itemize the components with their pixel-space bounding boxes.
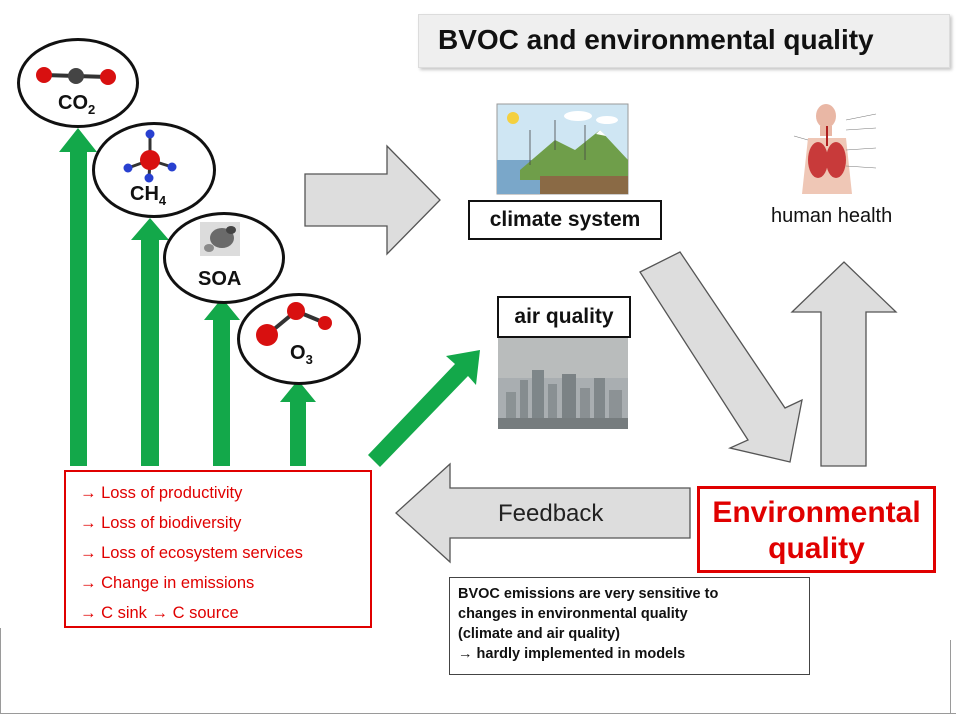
note-line: → hardly implemented in models xyxy=(458,646,686,662)
soa-particle-image xyxy=(200,222,240,256)
note-line: changes in environmental quality xyxy=(458,606,688,622)
grey-arrow-climate xyxy=(304,144,441,256)
ch4-oval xyxy=(92,122,216,218)
soa-label: SOA xyxy=(198,268,242,290)
impacts-box: → Loss of productivity → Loss of biodive… xyxy=(64,470,372,628)
co2-label: CO2 xyxy=(58,92,96,117)
soa-oval xyxy=(163,212,285,304)
climate-system-image xyxy=(496,103,629,195)
note-box: BVOC emissions are very sensitive to cha… xyxy=(449,577,810,675)
impact-item: → Loss of productivity xyxy=(80,484,243,502)
green-arrow-air-quality xyxy=(368,350,480,467)
ch4-molecule-icon xyxy=(123,129,177,183)
impact-item: → Loss of biodiversity xyxy=(80,514,242,532)
grey-arrow-down-env xyxy=(639,251,803,463)
co2-molecule-icon xyxy=(36,67,116,85)
env-quality-line2: quality xyxy=(768,532,865,565)
o3-molecule-icon xyxy=(256,302,332,346)
climate-system-label: climate system xyxy=(468,200,662,240)
o3-label: O3 xyxy=(290,342,313,367)
environmental-quality-box: Environmental quality xyxy=(697,486,936,573)
human-health-label: human health xyxy=(771,205,893,227)
green-arrow-soa xyxy=(204,298,240,466)
env-quality-line1: Environmental xyxy=(712,496,921,529)
ch4-label: CH4 xyxy=(130,183,167,208)
slide-title: BVOC and environmental quality xyxy=(438,24,874,55)
frame-line-right xyxy=(950,640,951,714)
green-arrow-o3 xyxy=(280,380,316,466)
green-arrow-co2 xyxy=(59,128,97,466)
grey-arrow-up-health xyxy=(790,261,898,467)
air-quality-photo xyxy=(498,338,628,429)
frame-line-bottom xyxy=(0,713,956,714)
impact-item: → Loss of ecosystem services xyxy=(80,544,303,562)
title-box xyxy=(418,14,950,68)
air-quality-label: air quality xyxy=(497,296,631,338)
impact-item: → Change in emissions xyxy=(80,574,255,592)
impact-item: → C sink → C source xyxy=(80,604,239,622)
feedback-label: Feedback xyxy=(498,500,604,527)
impacts-list: → Loss of productivity → Loss of biodive… xyxy=(66,472,370,628)
grey-arrow-feedback xyxy=(395,462,691,564)
note-line: BVOC emissions are very sensitive to xyxy=(458,586,719,602)
human-health-image xyxy=(790,100,890,194)
green-arrows xyxy=(59,128,480,467)
frame-line-left xyxy=(0,628,1,714)
green-arrow-ch4 xyxy=(131,218,169,466)
note-line: (climate and air quality) xyxy=(458,626,620,642)
